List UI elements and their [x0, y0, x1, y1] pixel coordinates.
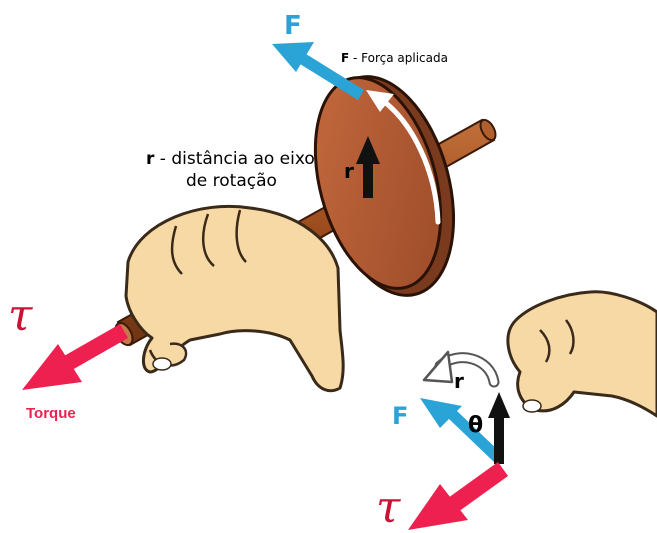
main-hand — [126, 206, 343, 390]
radius-caption-text: - distância ao eixo — [154, 149, 314, 169]
inset-tau-symbol: τ — [376, 482, 401, 533]
tau-symbol: τ — [8, 290, 33, 341]
force-caption-letter: F — [341, 51, 349, 65]
inset-hand — [508, 292, 657, 416]
force-caption-text: - Força aplicada — [349, 51, 448, 65]
force-letter: F — [284, 11, 302, 41]
disc-radius-label: r — [344, 159, 354, 183]
inset-force-letter: F — [392, 402, 408, 430]
inset-torque-arrow — [408, 462, 508, 530]
inset-theta-symbol: θ — [468, 413, 483, 438]
radius-caption-line1: r - distância ao eixo — [146, 149, 315, 169]
torque-arrow — [22, 324, 128, 390]
inset-force-arrow — [420, 398, 502, 462]
torque-caption: Torque — [26, 405, 76, 422]
inset-radius-letter: r — [454, 369, 464, 393]
force-caption: F - Força aplicada — [341, 51, 448, 65]
radius-caption-line2: de rotação — [186, 171, 277, 191]
